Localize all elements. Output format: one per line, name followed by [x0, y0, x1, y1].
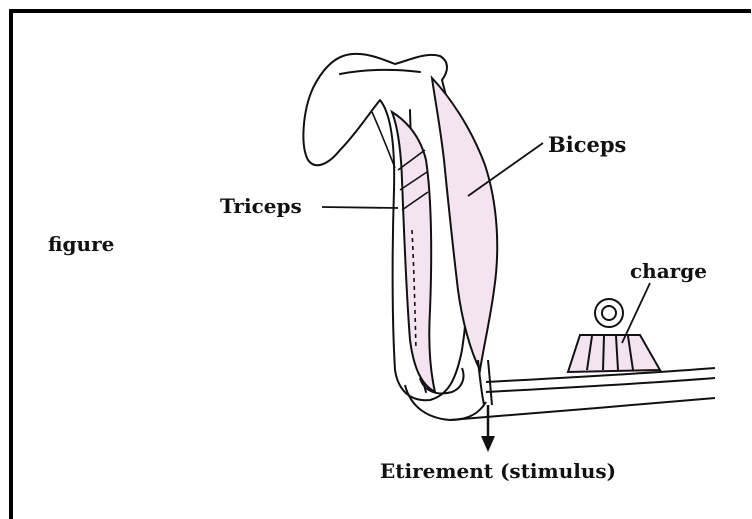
figure-label: figure	[48, 232, 114, 256]
biceps-muscle	[432, 78, 497, 370]
charge-label: charge	[630, 259, 707, 283]
stimulus-label: Etirement (stimulus)	[380, 459, 616, 483]
triceps-muscle	[392, 112, 435, 392]
stimulus-arrow	[481, 405, 495, 452]
triceps-label: Triceps	[220, 194, 302, 218]
humerus-inner-line	[340, 70, 420, 74]
charge-weight	[568, 299, 660, 372]
biceps-label: Biceps	[548, 132, 626, 157]
forearm-bottom-edge	[450, 398, 715, 420]
triceps-pointer	[322, 207, 398, 208]
